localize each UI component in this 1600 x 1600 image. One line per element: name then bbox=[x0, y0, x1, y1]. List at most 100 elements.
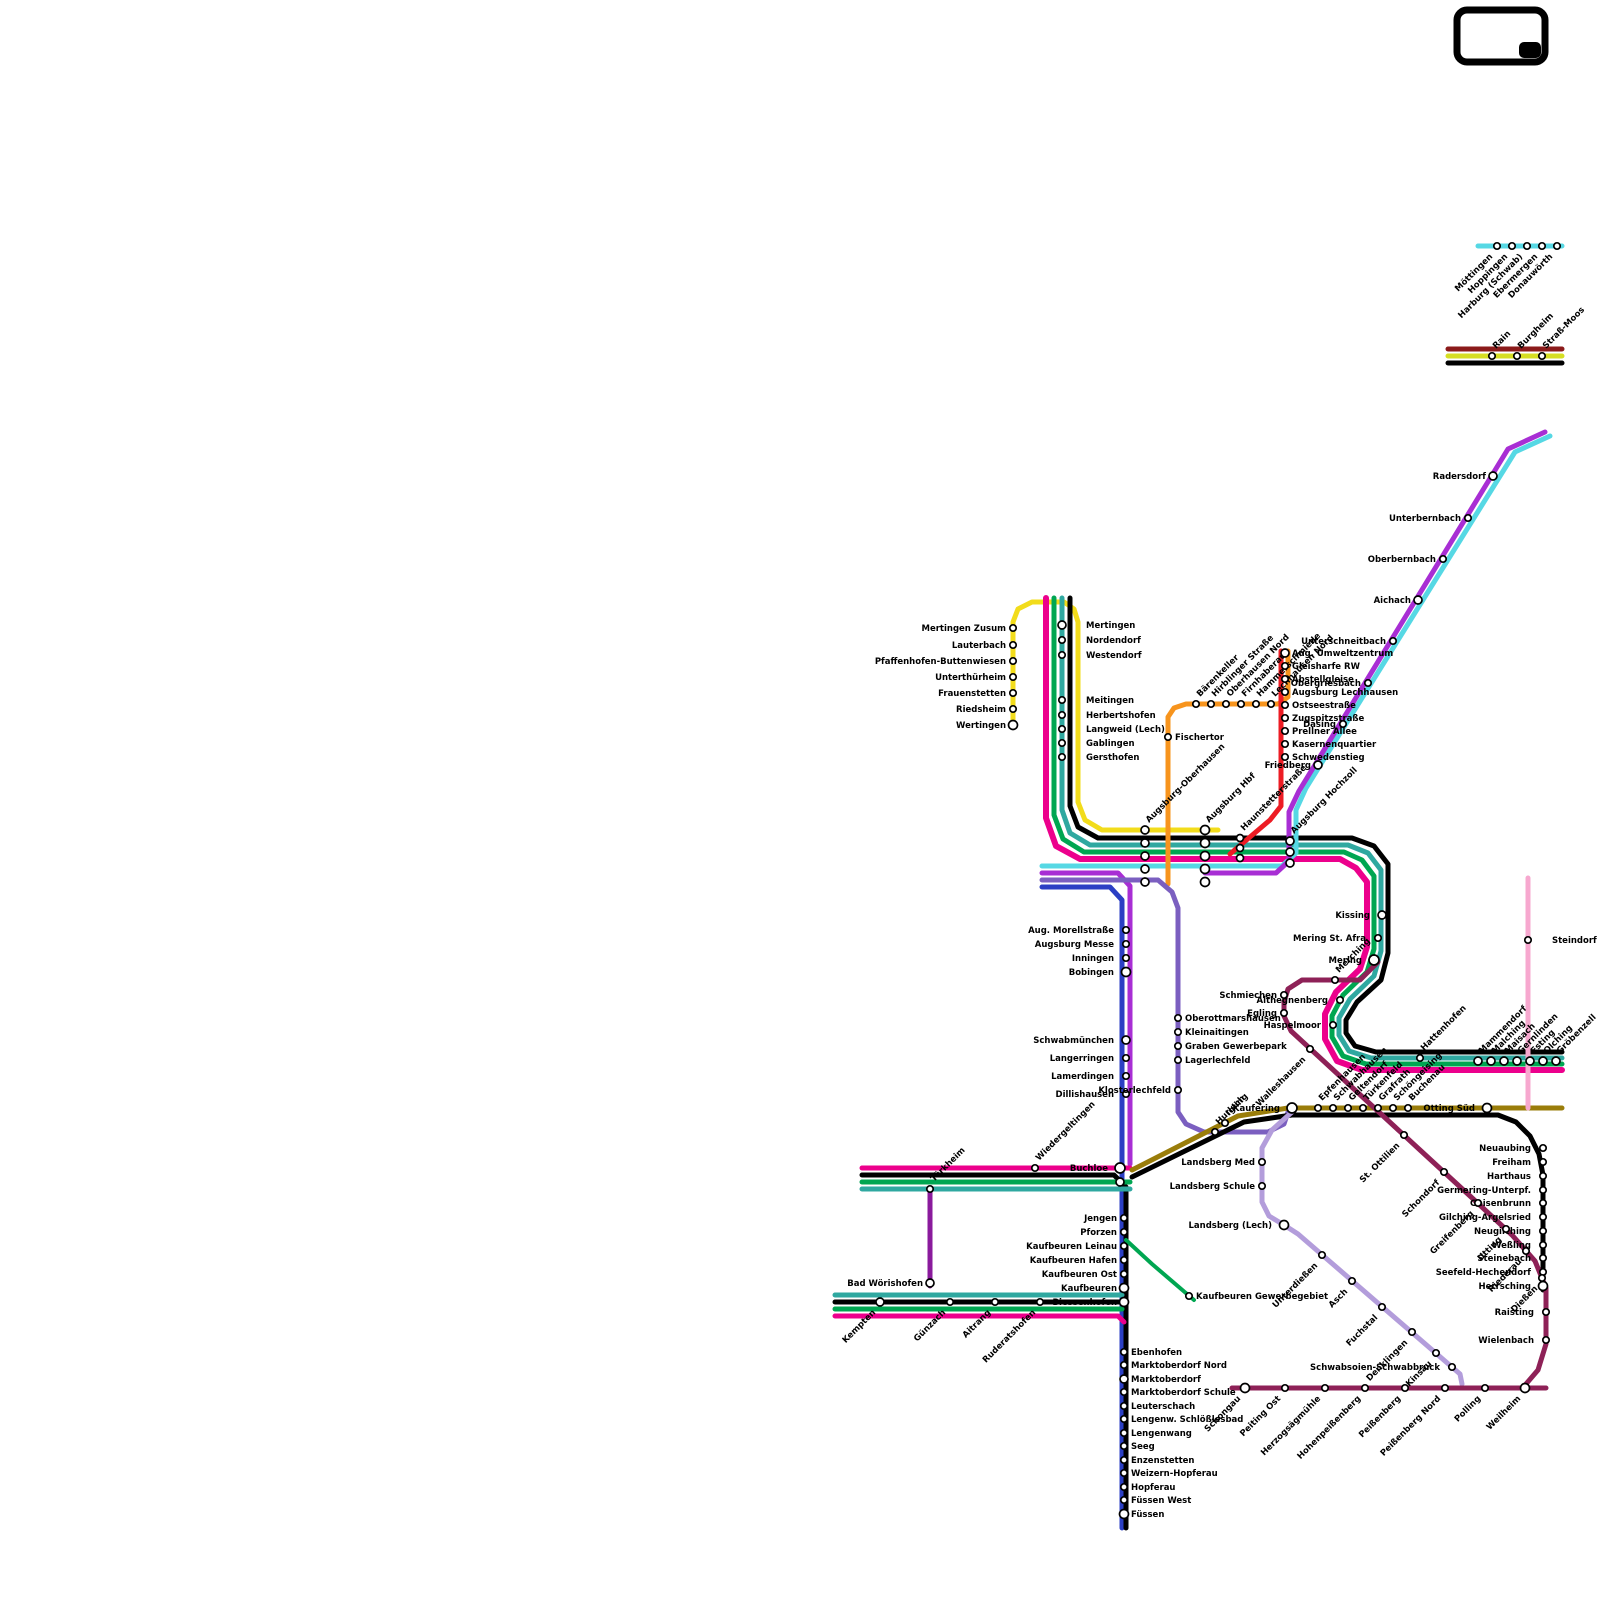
station-kleinaitingen bbox=[1173, 1027, 1183, 1037]
station-label: Mering bbox=[1329, 956, 1362, 966]
station-hohenpeißenberg bbox=[1360, 1383, 1370, 1393]
station-label: Oberottmarshausen bbox=[1185, 1014, 1281, 1024]
station-label: Unterthürheim bbox=[935, 673, 1006, 683]
station-bobingen bbox=[1120, 966, 1132, 978]
station-türkheim bbox=[925, 1184, 935, 1194]
station-label: Egling bbox=[1247, 1009, 1277, 1019]
station-mertingen bbox=[1057, 620, 1067, 630]
station-schwedenstieg bbox=[1280, 752, 1290, 762]
station-haunstetterstraße bbox=[1235, 833, 1245, 843]
station-label: Neuaubing bbox=[1479, 1144, 1531, 1154]
station-lamerdingen bbox=[1121, 1071, 1131, 1081]
station-unterbernbach bbox=[1463, 513, 1473, 523]
station-maisach bbox=[1499, 1056, 1509, 1066]
station-label: Füssen West bbox=[1131, 1496, 1191, 1506]
station-label: Steinebach bbox=[1477, 1254, 1531, 1264]
station-freiham bbox=[1538, 1157, 1548, 1167]
station-augsburg-messe bbox=[1121, 939, 1131, 949]
station-kinsau bbox=[1431, 1348, 1441, 1358]
station-donauwörth bbox=[1552, 241, 1562, 251]
station-label: Unterschneitbach bbox=[1301, 637, 1386, 647]
station-augsburg-lechhausen bbox=[1280, 687, 1290, 697]
station-label: Kaufbeuren Ost bbox=[1042, 1270, 1117, 1280]
station-label: Günzach bbox=[912, 1308, 948, 1344]
station-label: Wiedergeltingen bbox=[1034, 1100, 1097, 1163]
station-label: Westendorf bbox=[1086, 651, 1142, 661]
station-neuaubing bbox=[1538, 1143, 1548, 1153]
station-label: Wielenbach bbox=[1478, 1336, 1534, 1346]
station-nordendorf bbox=[1057, 635, 1067, 645]
station-label: Otting Süd bbox=[1423, 1104, 1475, 1114]
station-kaufering bbox=[1286, 1102, 1298, 1114]
station-label: Marktoberdorf Schule bbox=[1131, 1388, 1236, 1398]
station-label: Mering St. Afra bbox=[1293, 934, 1366, 944]
station-dot bbox=[1199, 837, 1211, 849]
station-gablingen bbox=[1057, 738, 1067, 748]
station-augsburg-oberhausen bbox=[1140, 825, 1150, 835]
station-gleisharfe-rw bbox=[1280, 661, 1290, 671]
station-igling bbox=[1220, 1118, 1230, 1128]
station-label: Freiham bbox=[1492, 1158, 1531, 1168]
station-pforzen bbox=[1119, 1227, 1129, 1237]
route-kaufbeuren-gewerbe bbox=[1124, 1238, 1196, 1302]
station-frauenstetten bbox=[1008, 688, 1018, 698]
station-greifenberg bbox=[1473, 1198, 1483, 1208]
station-abstellgleise bbox=[1280, 674, 1290, 684]
station-hattenhofen bbox=[1415, 1053, 1425, 1063]
station-egling bbox=[1279, 1008, 1289, 1018]
station-label: Marktoberdorf Nord bbox=[1131, 1361, 1227, 1371]
station-label: Zugspitzstraße bbox=[1292, 714, 1365, 724]
station-schondorf bbox=[1439, 1167, 1449, 1177]
station-hurlach bbox=[1210, 1127, 1220, 1137]
station-pfaffenhofen-buttenwiesen bbox=[1008, 656, 1018, 666]
station-label: Meitingen bbox=[1086, 696, 1134, 706]
station-label: Mertingen Zusum bbox=[922, 624, 1007, 634]
station-label: Langerringen bbox=[1050, 1054, 1114, 1064]
station-label: Dillishausen bbox=[1056, 1090, 1114, 1100]
station-label: Augsburg Messe bbox=[1035, 940, 1114, 950]
station-aug-umweltzentrum bbox=[1280, 648, 1290, 658]
station-langweid-lech- bbox=[1057, 724, 1067, 734]
station-unterschneitbach bbox=[1388, 636, 1398, 646]
station-schöngeising bbox=[1388, 1103, 1398, 1113]
station-kempten bbox=[875, 1297, 885, 1307]
station-oberottmarshausen bbox=[1173, 1013, 1183, 1023]
station-label: Gersthofen bbox=[1086, 753, 1139, 763]
station-dot bbox=[1199, 863, 1211, 875]
station-label: Peiting Ost bbox=[1238, 1394, 1283, 1439]
station-label: Marktoberdorf bbox=[1131, 1375, 1201, 1385]
station-label: Buchloe bbox=[1070, 1164, 1108, 1174]
station-aichach bbox=[1413, 595, 1423, 605]
station-kaufbeuren-gewerbegebiet bbox=[1184, 1291, 1194, 1301]
station-steinebach bbox=[1538, 1253, 1548, 1263]
station-dot bbox=[1140, 864, 1150, 874]
station-label: Mertingen bbox=[1086, 621, 1135, 631]
station-walleshausen bbox=[1305, 1044, 1315, 1054]
station-friedberg bbox=[1313, 760, 1323, 770]
station-marktoberdorf bbox=[1119, 1374, 1129, 1384]
station-schongau bbox=[1239, 1382, 1251, 1394]
route-ring-red bbox=[1227, 648, 1284, 857]
station-label: Obergriesbach bbox=[1291, 679, 1361, 689]
station-label: Weizern-Hopferau bbox=[1131, 1469, 1218, 1479]
station-dot bbox=[1199, 850, 1211, 862]
station-langerringen bbox=[1121, 1053, 1131, 1063]
station-augsburg-hochzoll bbox=[1285, 836, 1295, 846]
station-dasing bbox=[1338, 719, 1348, 729]
route-s8-black bbox=[1129, 1112, 1546, 1293]
station-lengenw-schlößlesbad bbox=[1119, 1414, 1129, 1424]
station-klosterlechfeld bbox=[1173, 1085, 1183, 1095]
route-ammersee-plum bbox=[1281, 959, 1549, 1387]
route-zusamtalbahn bbox=[1010, 599, 1221, 833]
station-kissing bbox=[1377, 910, 1387, 920]
station-label: Riedsheim bbox=[956, 705, 1006, 715]
station-kaufbeuren-hafen bbox=[1119, 1255, 1129, 1265]
station-utting bbox=[1501, 1224, 1511, 1234]
station-prellner-allee bbox=[1280, 726, 1290, 736]
station-label: Kaufering bbox=[1233, 1104, 1280, 1114]
station-label: Bad Wörishofen bbox=[847, 1279, 923, 1289]
station-dot bbox=[1115, 1177, 1125, 1187]
station-unterthürheim bbox=[1008, 672, 1018, 682]
station-lengenwang bbox=[1119, 1428, 1129, 1438]
